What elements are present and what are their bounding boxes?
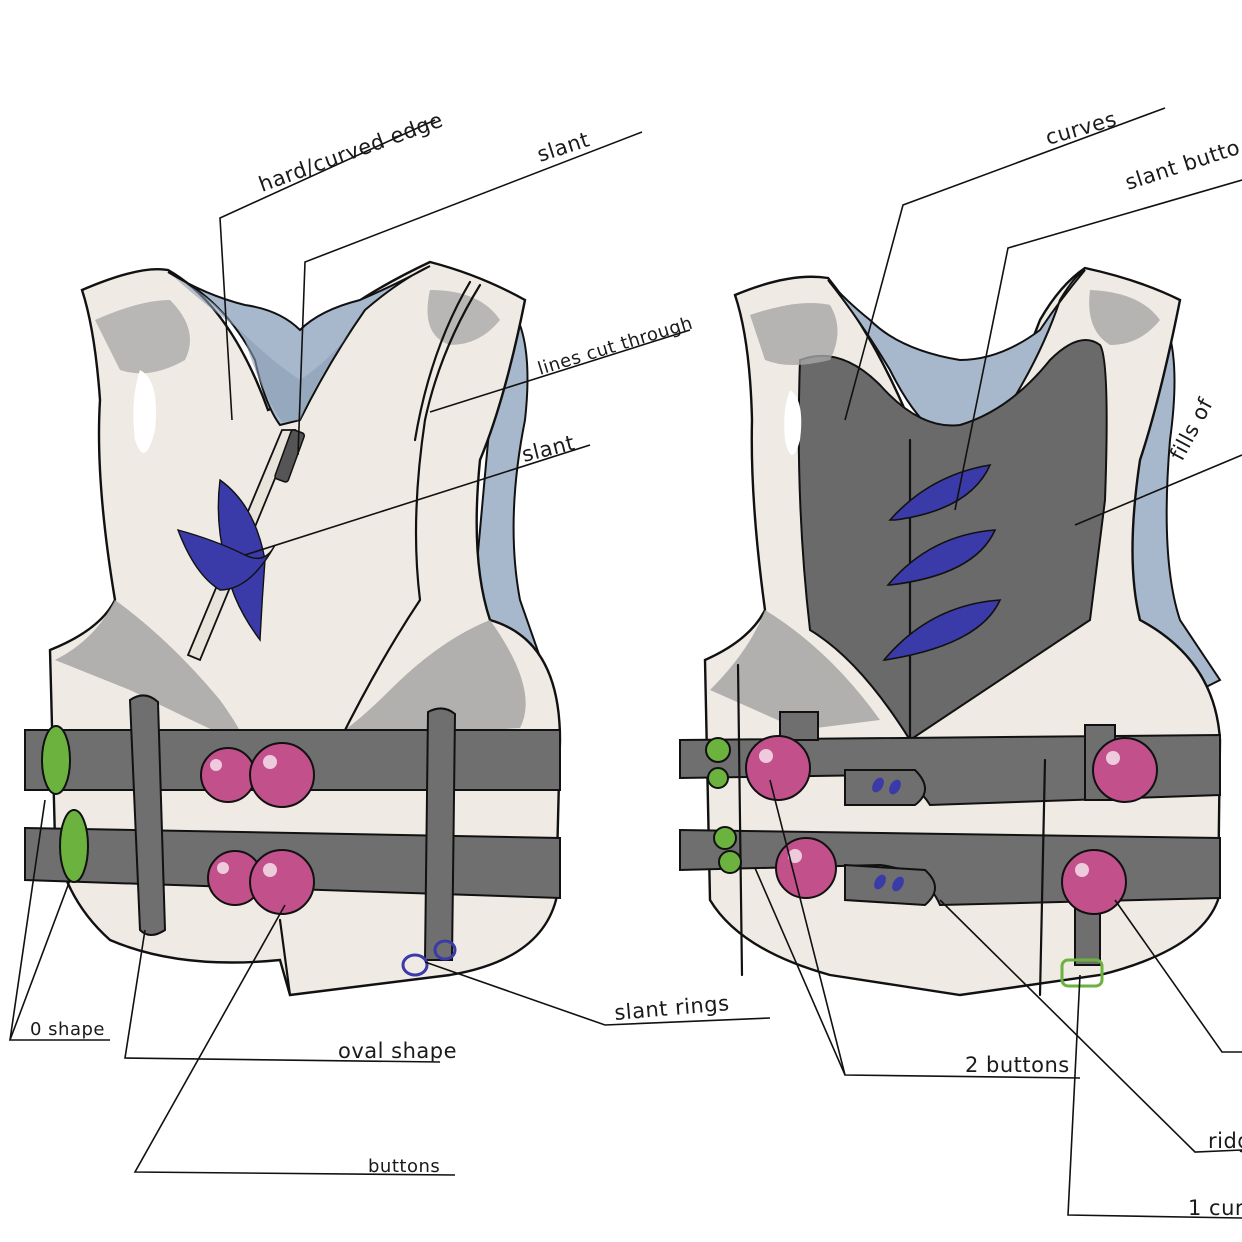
front-ring-2 bbox=[433, 939, 457, 961]
back-strap-tab-lower bbox=[844, 863, 936, 907]
front-vest-neck-inner bbox=[175, 278, 352, 422]
leader-curves bbox=[844, 107, 1166, 421]
back-button-3 bbox=[775, 837, 837, 899]
front-vest-shadow-left bbox=[95, 300, 190, 374]
back-button-shine-2 bbox=[1106, 751, 1120, 765]
back-strap-hole-4 bbox=[892, 876, 904, 892]
label-two-buttons: 2 buttons bbox=[965, 1053, 1070, 1077]
back-vest-blue-petal-2 bbox=[886, 529, 997, 586]
front-button-shine-3 bbox=[217, 862, 229, 874]
front-vest-lower-shadow bbox=[55, 600, 245, 745]
back-vest-seam-right bbox=[1038, 758, 1047, 997]
back-vest-shadow-right bbox=[1089, 290, 1160, 345]
leader-o-shape-2 bbox=[9, 799, 46, 1041]
label-hard-curved-edge: hard/curved edge bbox=[256, 108, 447, 197]
leader-slant-mid bbox=[244, 444, 591, 556]
front-button-2 bbox=[249, 742, 315, 808]
back-vertical-strap-left bbox=[779, 711, 819, 741]
back-d-ring bbox=[1060, 958, 1104, 988]
back-clip-4 bbox=[718, 850, 742, 874]
front-vest-side-lining bbox=[468, 297, 557, 722]
back-button-1 bbox=[745, 735, 811, 801]
back-vest-shadow-left bbox=[750, 302, 838, 365]
label-one-curve: 1 curve bbox=[1188, 1196, 1242, 1220]
back-button-4 bbox=[1061, 849, 1127, 915]
front-button-1 bbox=[200, 747, 256, 803]
leader-hard-curved-edge bbox=[219, 119, 436, 421]
back-vest-lower-shadow bbox=[710, 610, 880, 730]
leader-oval-shape bbox=[124, 929, 441, 1063]
back-strap-tab-upper bbox=[844, 769, 926, 806]
back-button-shine-1 bbox=[759, 749, 773, 763]
front-vertical-strap-right bbox=[423, 707, 457, 961]
leader-fills-of bbox=[1074, 454, 1242, 526]
label-slant-mid: slant bbox=[519, 431, 577, 467]
back-strap-hole-1 bbox=[872, 777, 884, 793]
front-ring-1 bbox=[401, 953, 429, 977]
back-vest-neck-lining bbox=[827, 269, 1086, 437]
label-buttons: buttons bbox=[368, 1156, 440, 1177]
leader-right-edge bbox=[1114, 899, 1242, 1053]
label-o-shape: 0 shape bbox=[30, 1019, 105, 1040]
label-oval-shape: oval shape bbox=[338, 1039, 457, 1063]
front-button-4 bbox=[249, 849, 315, 915]
back-button-2 bbox=[1092, 737, 1158, 803]
leader-buttons bbox=[133, 904, 456, 1176]
front-vest-seam-2 bbox=[413, 280, 472, 442]
back-clip-1 bbox=[705, 737, 731, 763]
back-button-shine-4 bbox=[1075, 863, 1089, 877]
back-vest-seam-left bbox=[736, 663, 744, 977]
front-vest-lower-shadow-right bbox=[330, 620, 526, 740]
front-clip-lower bbox=[59, 809, 89, 883]
back-vest bbox=[679, 266, 1222, 997]
back-vest-highlight bbox=[784, 390, 802, 455]
front-clip-upper bbox=[41, 725, 71, 795]
back-leader-lines bbox=[754, 107, 1242, 1219]
label-curves: curves bbox=[1043, 107, 1120, 150]
back-strap-hole-3 bbox=[874, 874, 886, 890]
label-lines-cut-through: lines cut through bbox=[535, 313, 695, 380]
leader-lines-cut-through bbox=[429, 329, 691, 413]
front-button-shine-2 bbox=[263, 755, 277, 769]
front-vest-highlight bbox=[133, 370, 156, 453]
front-leader-lines bbox=[8, 119, 771, 1176]
front-vest bbox=[24, 260, 562, 997]
label-ridge: ridg bbox=[1208, 1129, 1242, 1153]
leader-two-buttons-2 bbox=[769, 779, 846, 1076]
leader-ridge bbox=[939, 899, 1242, 1153]
leader-slant-rings bbox=[424, 961, 771, 1026]
front-vest-seam bbox=[338, 283, 482, 742]
back-vest-blue-petal-3 bbox=[882, 599, 1002, 661]
label-slant-top: slant bbox=[534, 127, 592, 166]
leader-slant-button bbox=[954, 179, 1242, 511]
back-vest-blue-petal-1 bbox=[888, 463, 992, 521]
back-strap-hole-2 bbox=[889, 779, 901, 795]
front-button-shine-4 bbox=[263, 863, 277, 877]
leader-slant-top bbox=[297, 131, 643, 456]
leader-one-curve bbox=[1067, 974, 1242, 1219]
back-button-shine-3 bbox=[788, 849, 802, 863]
front-vest-bottom-seam bbox=[278, 918, 292, 997]
back-clip-2 bbox=[707, 767, 729, 789]
back-clip-3 bbox=[713, 826, 737, 850]
front-button-shine-1 bbox=[210, 759, 222, 771]
